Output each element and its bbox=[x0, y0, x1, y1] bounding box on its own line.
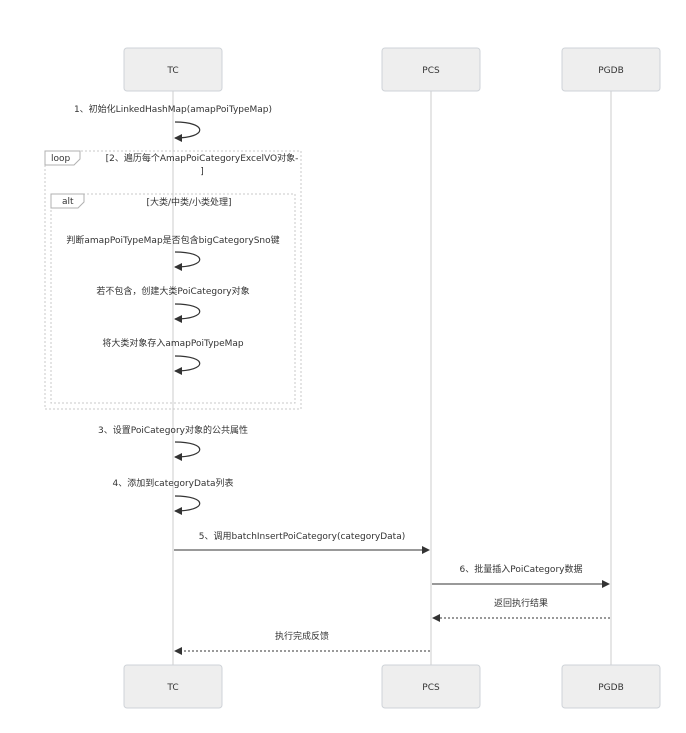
message-label: 1、初始化LinkedHashMap(amapPoiTypeMap) bbox=[74, 103, 272, 115]
message-label: 5、调用batchInsertPoiCategory(categoryData) bbox=[199, 531, 405, 542]
actor-label: PGDB bbox=[598, 683, 624, 693]
actor-label: TC bbox=[166, 66, 178, 76]
actor-label: TC bbox=[166, 683, 178, 693]
message-label: 若不包含，创建大类PoiCategory对象 bbox=[96, 285, 249, 297]
loop-title: [2、遍历每个AmapPoiCategoryExcelVO对象- bbox=[106, 152, 299, 164]
self-message-arrow bbox=[174, 251, 201, 271]
self-message-arrow bbox=[174, 495, 201, 515]
message-label: 判断amapPoiTypeMap是否包含bigCategorySno键 bbox=[66, 234, 279, 246]
alt-keyword: alt bbox=[62, 197, 74, 207]
self-message-arrow bbox=[174, 441, 201, 461]
actor-tc-bottom: TC bbox=[123, 664, 223, 709]
loop-keyword: loop bbox=[51, 154, 71, 164]
self-message-arrow bbox=[174, 355, 201, 375]
alt-frame: alt [大类/中类/小类处理] bbox=[50, 193, 296, 404]
actor-pcs-top: PCS bbox=[381, 47, 481, 92]
actor-label: PCS bbox=[422, 683, 440, 693]
actor-pgdb-top: PGDB bbox=[561, 47, 661, 92]
message-label: 3、设置PoiCategory对象的公共属性 bbox=[98, 424, 248, 436]
message-label: 执行完成反馈 bbox=[275, 630, 329, 642]
message-label: 6、批量插入PoiCategory数据 bbox=[460, 563, 583, 575]
message-label: 返回执行结果 bbox=[494, 597, 548, 609]
actor-label: PGDB bbox=[598, 66, 624, 76]
actor-tc-top: TC bbox=[123, 47, 223, 92]
self-message-arrow bbox=[174, 121, 201, 142]
alt-title: [大类/中类/小类处理] bbox=[146, 196, 231, 208]
loop-title-cont: ] bbox=[200, 167, 204, 177]
loop-frame: loop [2、遍历每个AmapPoiCategoryExcelVO对象- ] bbox=[44, 150, 302, 410]
message-label: 4、添加到categoryData列表 bbox=[113, 477, 234, 489]
message-label: 将大类对象存入amapPoiTypeMap bbox=[102, 337, 244, 349]
actor-pcs-bottom: PCS bbox=[381, 664, 481, 709]
actor-label: PCS bbox=[422, 66, 440, 76]
self-message-arrow bbox=[174, 303, 201, 323]
actor-pgdb-bottom: PGDB bbox=[561, 664, 661, 709]
